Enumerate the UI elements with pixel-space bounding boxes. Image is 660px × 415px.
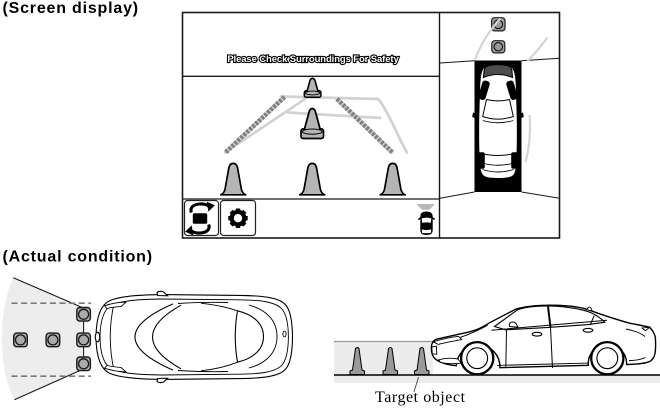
svg-text:(Actual condition): (Actual condition): [3, 248, 153, 265]
svg-text:(Screen display): (Screen display): [3, 0, 139, 17]
svg-text:Please Check Surroundings For: Please Check Surroundings For Safety: [227, 54, 399, 65]
svg-text:Target object: Target object: [375, 389, 466, 406]
